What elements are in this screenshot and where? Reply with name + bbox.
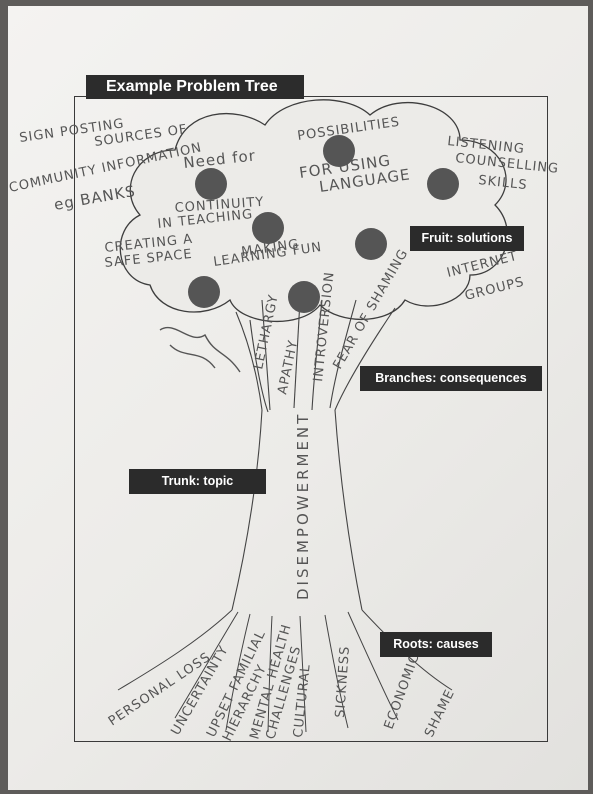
hw-apathy: APATHY xyxy=(275,338,301,395)
hw-shame: SHAME xyxy=(422,687,458,740)
fruit-circle xyxy=(323,135,355,167)
fruit-label: Fruit: solutions xyxy=(410,226,524,251)
roots-label: Roots: causes xyxy=(380,632,492,657)
trunk-label: Trunk: topic xyxy=(129,469,266,494)
hw-economic: ECONOMIC xyxy=(382,651,423,731)
diagram-frame xyxy=(74,96,548,742)
tree-branches xyxy=(235,299,396,413)
hw-groups: GROUPS xyxy=(463,275,526,304)
tree-roots xyxy=(117,609,453,733)
fruit-circle xyxy=(252,212,284,244)
fruit-circle xyxy=(427,168,459,200)
tree-canopy xyxy=(119,99,509,323)
hw-continuity: CONTINUITY xyxy=(174,195,265,216)
page-title: Example Problem Tree xyxy=(86,75,304,99)
hw-sickness: SICKNESS xyxy=(333,645,353,718)
hw-trunk-word: DISEMPOWERMENT xyxy=(294,412,312,600)
fruit-circle xyxy=(188,276,220,308)
fruit-circle xyxy=(195,168,227,200)
tree-trunk xyxy=(231,409,363,611)
fruit-circle xyxy=(355,228,387,260)
fruit-circles xyxy=(188,135,459,313)
fruit-circle xyxy=(288,281,320,313)
scribble-mark xyxy=(159,327,241,373)
branches-label: Branches: consequences xyxy=(360,366,542,391)
hw-skills: SKILLS xyxy=(478,173,529,193)
hw-banks: eg BANKS xyxy=(53,182,138,214)
